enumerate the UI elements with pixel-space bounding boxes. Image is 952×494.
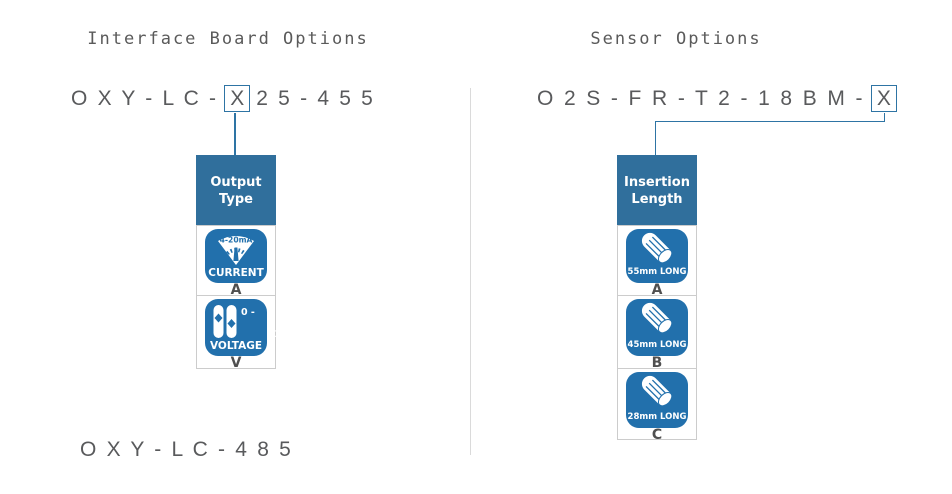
probe-55-label: 55mm LONG xyxy=(627,267,687,277)
option-code-letter: A xyxy=(651,282,663,298)
voltage-tile: 0 - 10 V VOLTAGE xyxy=(205,299,298,356)
part-number-variable-box: X xyxy=(224,85,251,112)
voltage-range-line1: 0 - xyxy=(241,307,255,318)
voltage-tile-label: VOLTAGE xyxy=(209,340,263,352)
insertion-length-box: Insertion Length xyxy=(617,155,697,226)
sensor-part-number: O 2 S - F R - T 2 - 1 8 B M - X xyxy=(537,85,903,112)
part-number-suffix: 2 5 - 4 5 5 xyxy=(256,87,376,110)
probe-55-tile: 55mm LONG xyxy=(626,229,688,283)
option-code-letter: B xyxy=(651,355,663,371)
part-number-prefix: O 2 S - F R - T 2 - 1 8 B M - xyxy=(537,87,865,110)
probe-45-tile: 45mm LONG xyxy=(626,299,688,356)
option-voltage[interactable]: 0 - 10 V VOLTAGE V xyxy=(196,295,298,371)
interface-footer-part-number: O X Y - L C - 4 8 5 xyxy=(80,438,293,461)
option-code-letter: A xyxy=(230,282,242,298)
gauge-range-text: 4-20mA xyxy=(220,236,253,245)
interface-part-number: O X Y - L C - X 2 5 - 4 5 5 xyxy=(71,85,375,112)
probe-cylinder-icon xyxy=(641,232,673,264)
interface-board-heading: Interface Board Options xyxy=(87,29,369,49)
option-code-letter: C xyxy=(651,427,663,443)
connector-line-output-type xyxy=(234,113,236,155)
probe-cylinder-icon xyxy=(641,375,673,407)
output-type-line2: Type xyxy=(219,191,253,207)
part-number-variable-box: X xyxy=(870,85,897,112)
current-tile-label: CURRENT xyxy=(208,267,264,279)
connector-line-insertion-vertical xyxy=(655,121,656,155)
probe-cylinder-icon xyxy=(641,302,673,334)
probe-28-tile: 28mm LONG xyxy=(626,372,688,428)
current-tile: 4-20mA CURRENT xyxy=(205,229,267,283)
option-current[interactable]: 4-20mA CURRENT A xyxy=(196,225,276,298)
part-number-prefix: O X Y - L C - xyxy=(71,87,219,110)
insertion-length-line2: Length xyxy=(631,191,683,207)
option-28mm[interactable]: 28mm LONG C xyxy=(617,368,697,443)
option-55mm[interactable]: 55mm LONG A xyxy=(617,225,697,298)
insertion-length-line1: Insertion xyxy=(624,174,690,190)
output-type-box: Output Type xyxy=(196,155,276,226)
output-type-line1: Output xyxy=(210,174,262,190)
vertical-divider xyxy=(470,88,471,455)
connector-line-insertion-horizontal xyxy=(655,121,885,122)
voltage-range-text: 0 - 10 V xyxy=(241,307,298,351)
option-code-letter: V xyxy=(230,355,242,371)
voltage-range-line2: 10 V xyxy=(274,329,298,340)
connector-line-insertion-drop xyxy=(884,113,885,122)
insertion-length-options: 55mm LONG A 45mm LONG B xyxy=(617,225,697,443)
probe-45-label: 45mm LONG xyxy=(627,340,687,350)
option-45mm[interactable]: 45mm LONG B xyxy=(617,295,697,371)
sensor-options-heading: Sensor Options xyxy=(590,29,762,49)
current-gauge-icon: 4-20mA xyxy=(218,236,254,265)
output-type-options: 4-20mA CURRENT A 0 - 10 V VOLTAGE V xyxy=(196,225,298,371)
probe-28-label: 28mm LONG xyxy=(627,412,687,422)
voltage-sliders-icon xyxy=(213,305,237,338)
